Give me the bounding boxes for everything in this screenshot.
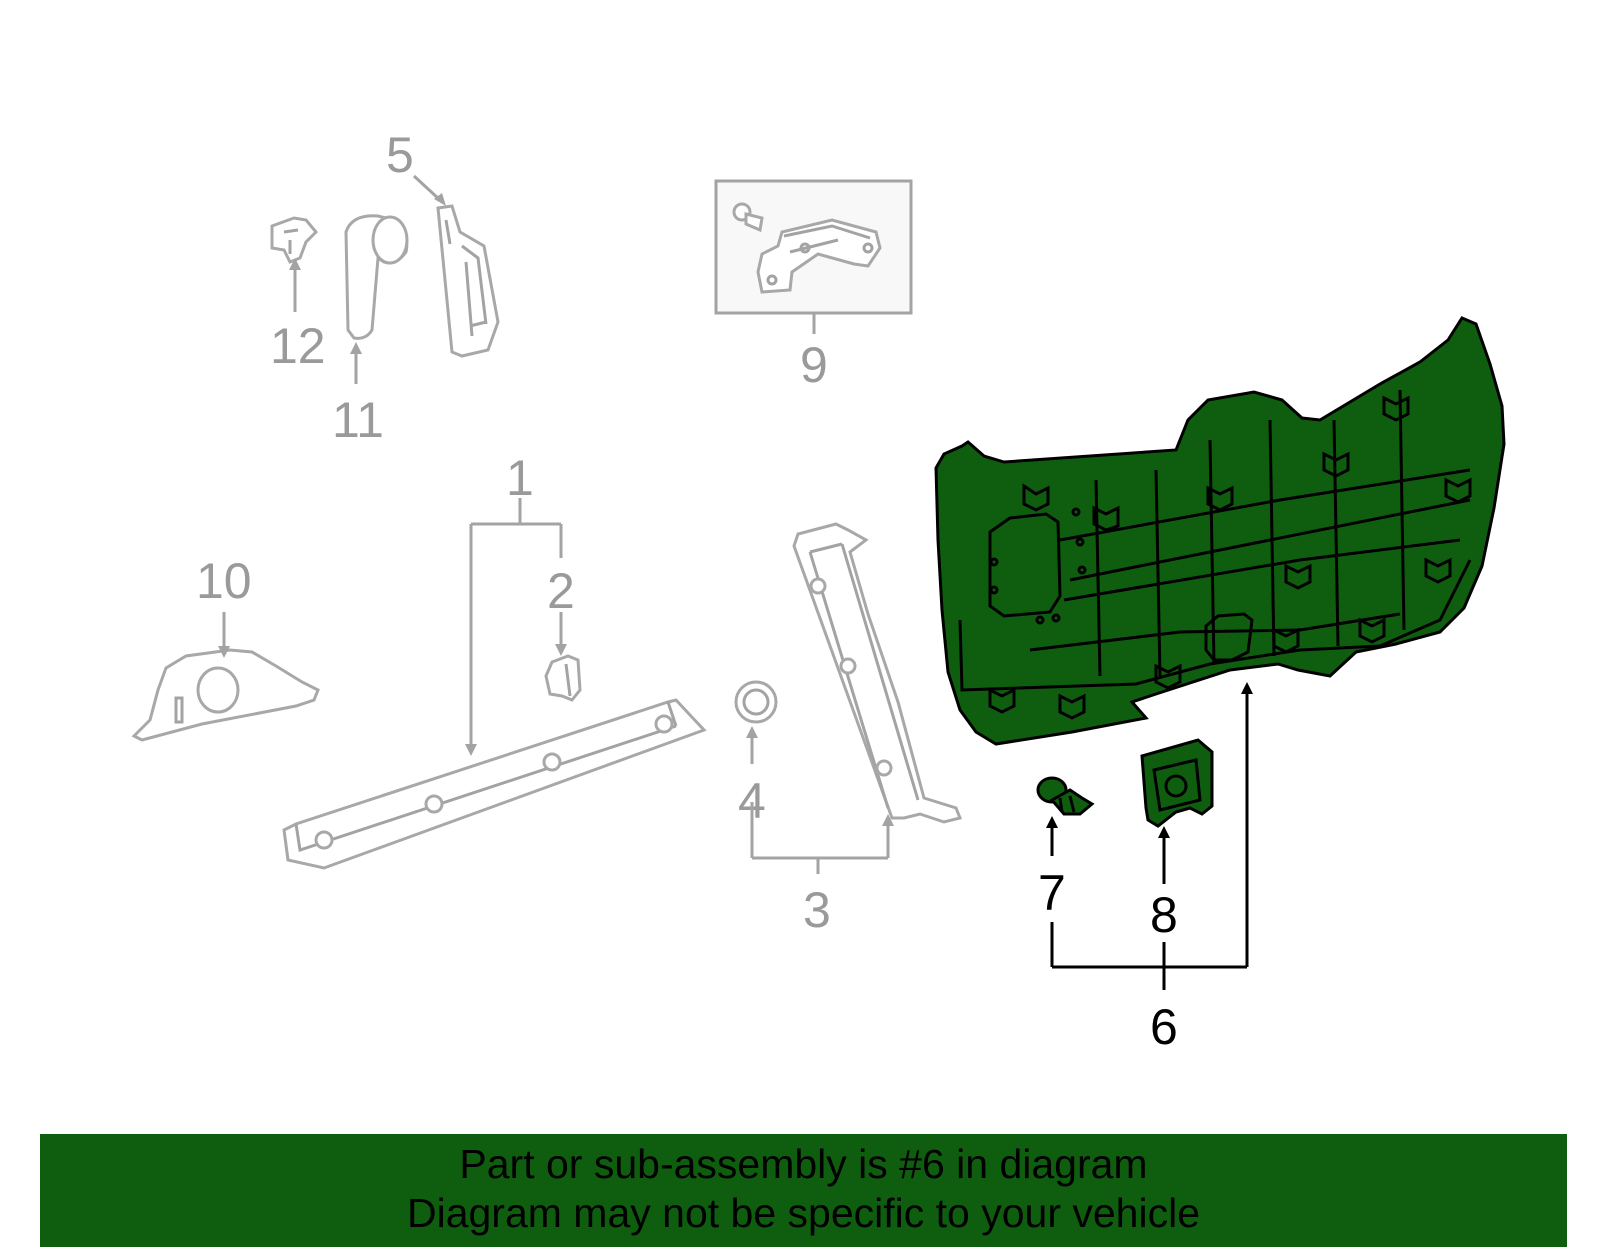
part-12-clip[interactable] (270, 216, 319, 264)
callout-7[interactable]: 7 (1038, 865, 1066, 921)
part-10-trim[interactable] (131, 648, 320, 742)
callout-1[interactable]: 1 (506, 450, 534, 506)
part-11-arrowhead (350, 342, 362, 354)
part-2-cap[interactable] (544, 654, 582, 702)
part-4-arrowhead (746, 726, 758, 738)
part-1-2-leader (469, 498, 563, 748)
part-7-arrowhead (1046, 816, 1058, 828)
part-12-arrowhead (289, 258, 301, 270)
part-5-arrow (412, 174, 442, 202)
callout-3[interactable]: 3 (803, 882, 831, 938)
part-8-arrowhead (1158, 826, 1170, 838)
part-3-leader (750, 802, 890, 874)
part-4-plug[interactable] (734, 680, 778, 724)
part-1-arrowhead (465, 744, 477, 756)
part-6-arrowhead (1241, 682, 1253, 694)
part-2-arrowhead (555, 644, 567, 656)
banner-line-disclaimer: Diagram may not be specific to your vehi… (406, 1190, 1200, 1236)
banner-line-part: Part or sub-assembly is #6 in diagram (459, 1141, 1148, 1187)
part-9-hinge-kit[interactable] (714, 179, 913, 315)
callout-5[interactable]: 5 (386, 127, 414, 183)
callout-8[interactable]: 8 (1150, 887, 1178, 943)
callout-11[interactable]: 11 (332, 392, 384, 448)
part-10-arrowhead (218, 646, 230, 658)
callout-10[interactable]: 10 (196, 553, 252, 609)
notice-banner: Part or sub-assembly is #6 in diagram Di… (40, 1134, 1567, 1247)
part-1-sill-plate[interactable] (282, 698, 707, 870)
part-11-handle[interactable] (344, 214, 409, 340)
part-6-door-trim-panel[interactable] (934, 316, 1506, 746)
part-3-arrowhead (882, 814, 894, 826)
callout-2[interactable]: 2 (547, 563, 575, 619)
part-6-leader (1050, 690, 1249, 990)
callout-9[interactable]: 9 (800, 337, 828, 393)
part-5-arrowhead (434, 193, 446, 206)
part-3-pillar-trim[interactable] (792, 522, 963, 824)
callout-12[interactable]: 12 (270, 318, 326, 374)
callout-6[interactable]: 6 (1150, 999, 1178, 1055)
part-8-retainer[interactable] (1140, 738, 1214, 828)
part-7-clip[interactable] (1036, 776, 1095, 816)
part-5-bracket[interactable] (436, 204, 500, 358)
